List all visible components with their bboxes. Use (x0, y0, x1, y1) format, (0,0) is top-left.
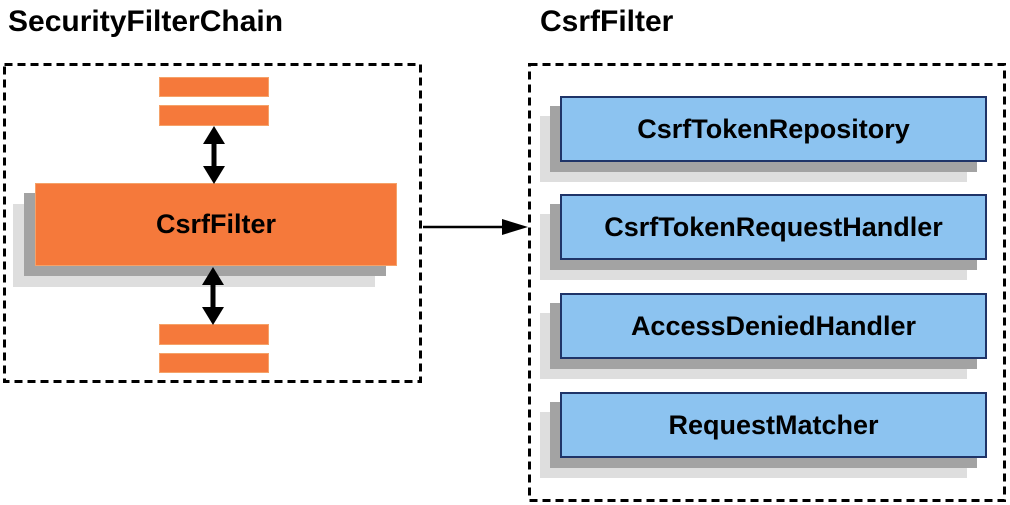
bidirectional-arrow-top (203, 126, 225, 184)
filter-placeholder-bar (159, 353, 269, 373)
csrf-filter-box: CsrfFilter (35, 183, 397, 266)
filter-placeholder-bar (159, 105, 269, 126)
bidirectional-arrow-bottom (202, 267, 224, 325)
connector-arrow (423, 219, 528, 235)
left-panel-title: SecurityFilterChain (8, 5, 284, 38)
component-box-label: CsrfTokenRepository (637, 113, 910, 144)
component-box-request-matcher: RequestMatcher (560, 392, 987, 458)
component-box-label: AccessDeniedHandler (630, 310, 917, 341)
component-box-label: RequestMatcher (668, 409, 879, 440)
filter-placeholder-bar (159, 77, 269, 97)
component-box-access-denied-handler: AccessDeniedHandler (560, 293, 987, 359)
csrf-filter-box-label: CsrfFilter (155, 209, 277, 239)
right-panel-title: CsrfFilter (540, 5, 674, 38)
component-box-label: CsrfTokenRequestHandler (604, 211, 943, 242)
component-box-csrf-token-repository: CsrfTokenRepository (560, 96, 987, 162)
component-box-csrf-token-request-handler: CsrfTokenRequestHandler (560, 194, 987, 260)
filter-placeholder-bar (159, 324, 269, 345)
